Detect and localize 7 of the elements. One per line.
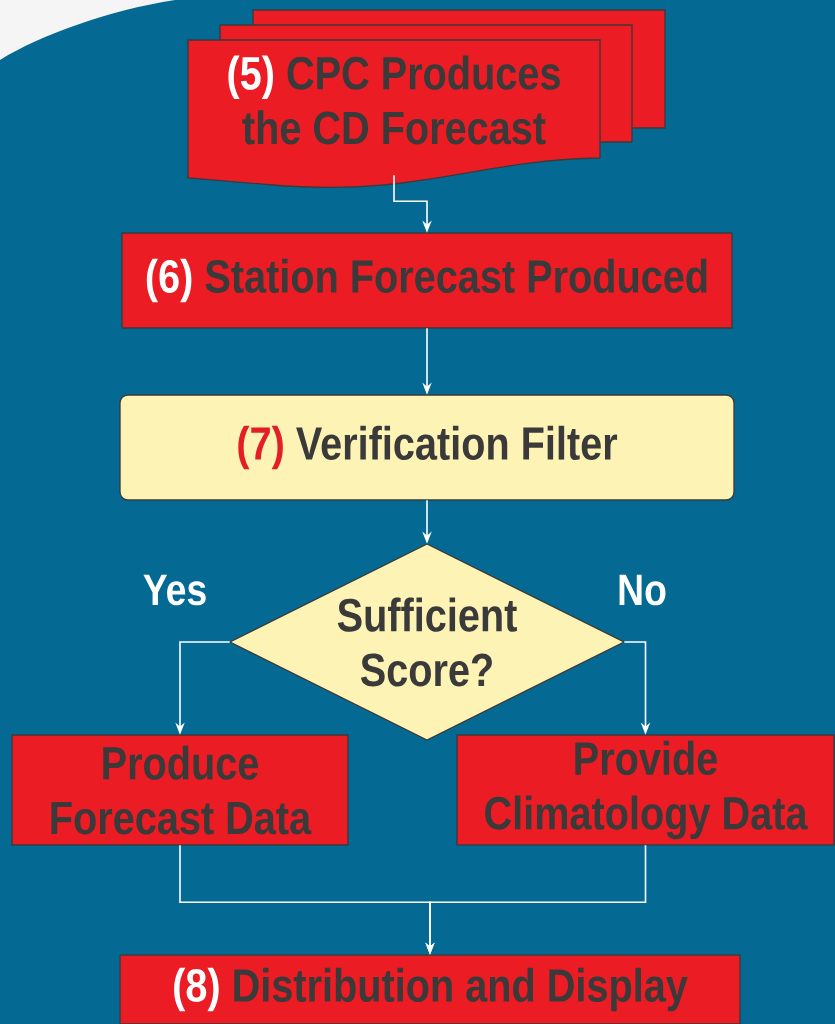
process-box: Provide Climatology Data [456, 734, 835, 846]
edge-label: Yes [143, 574, 206, 606]
process-box: (8) Distribution and Display [119, 954, 741, 1024]
process-box: (7) Verification Filter [119, 394, 735, 501]
document-stack: (5) CPC Produces the CD Forecast [187, 9, 666, 189]
process-box: Produce Forecast Data [11, 734, 349, 846]
process-box: (6) Station Forecast Produced [121, 232, 733, 329]
